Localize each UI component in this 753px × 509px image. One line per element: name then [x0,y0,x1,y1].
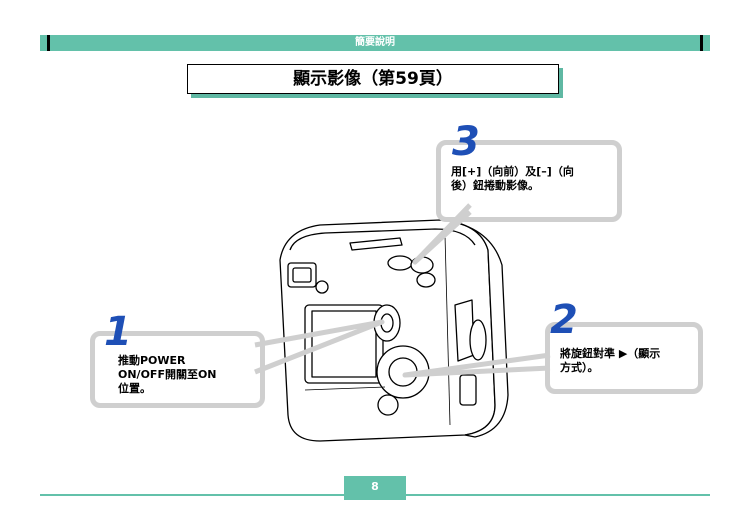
header-tick-right [700,35,703,51]
header-tick-left [47,35,50,51]
step-3-line-2: 後）鈕捲動影像。 [451,179,539,192]
page-number: 8 [344,476,406,500]
camera-illustration [279,219,509,442]
leader-step-3 [412,203,472,265]
step-1-line-1: 推動POWER [118,354,186,367]
step-3-line-1: 用[+]（向前）及[–]（向 [451,165,574,178]
section-header-bar: 簡要說明 [40,35,710,51]
step-1-line-2: ON/OFF開關至ON [118,368,217,381]
step-1-number: 1 [104,309,132,355]
step-3-number: 3 [452,119,480,165]
section-header-label: 簡要說明 [355,37,395,48]
leader-step-2 [402,352,551,378]
step-2-line-1: 將旋鈕對準 ▶（顯示 [560,347,661,360]
step-2-line-2: 方式）。 [560,361,599,374]
step-1-line-3: 位置。 [118,382,151,395]
leader-step-1 [254,319,385,375]
page-title: 顯示影像（第59頁） [187,64,559,94]
step-2-callout: 將旋鈕對準 ▶（顯示 方式）。 [545,322,703,394]
step-1-callout: 推動POWER ON/OFF開關至ON 位置。 [90,331,265,408]
step-2-number: 2 [550,297,578,343]
